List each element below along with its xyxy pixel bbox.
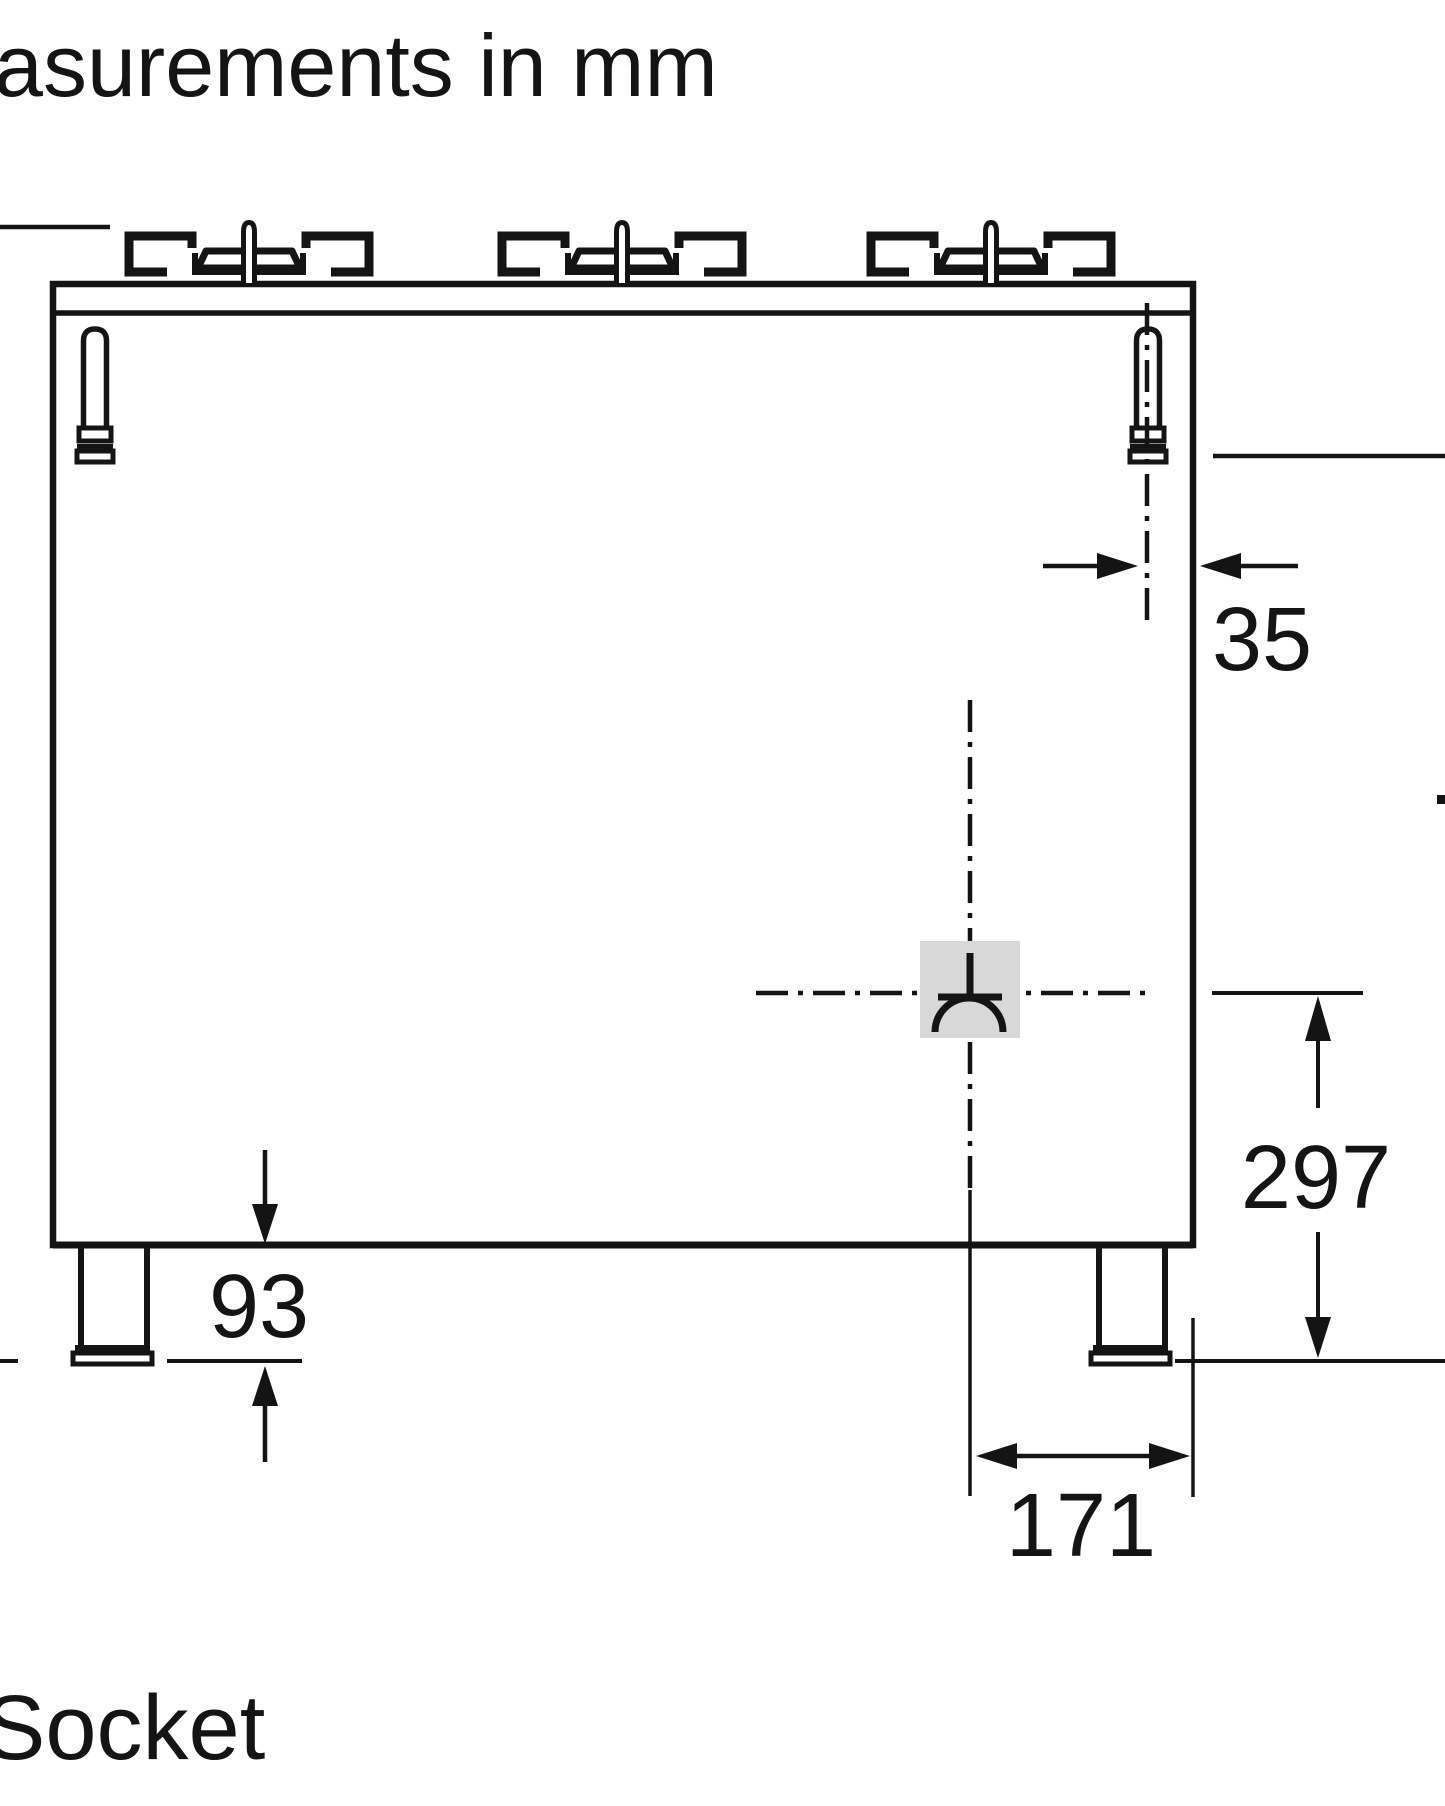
range-cooker-outline xyxy=(49,280,1197,1249)
pan-support-bracket-left xyxy=(124,231,197,277)
pan-support-2 xyxy=(497,219,747,283)
burner-tabs xyxy=(192,253,306,268)
pan-support-bracket-right xyxy=(301,231,374,277)
pan-support-1 xyxy=(124,219,374,283)
igniter-pin-body xyxy=(80,326,110,428)
dim-35-label: 35 xyxy=(1212,590,1312,690)
pan-support-3 xyxy=(866,219,1116,283)
socket-label: Socket xyxy=(0,1677,265,1779)
grate-center-pin xyxy=(614,219,630,283)
truncated-right-mark xyxy=(1437,795,1445,804)
foot-base xyxy=(1088,1350,1173,1367)
pan-support-bracket-right xyxy=(674,231,747,277)
dim-297: 297 xyxy=(1212,991,1391,1358)
arrowhead-down xyxy=(252,1204,278,1244)
foot-band xyxy=(75,1345,150,1353)
cooker-body xyxy=(49,280,1197,1249)
dim-93-label: 93 xyxy=(209,1257,309,1357)
pan-support-bracket-left xyxy=(866,231,939,277)
pan-support-bracket-right xyxy=(1043,231,1116,277)
socket-marker xyxy=(920,941,1020,1038)
pan-supports xyxy=(124,219,1116,283)
pan-support-bracket-left xyxy=(497,231,570,277)
dim-171: 171 xyxy=(976,1318,1195,1576)
foot-band xyxy=(1093,1345,1168,1353)
arrowhead-right xyxy=(1149,1443,1190,1469)
arrowhead-down xyxy=(1305,1317,1331,1358)
burner-tabs xyxy=(934,253,1048,268)
arrowhead-left xyxy=(1200,553,1241,579)
arrowhead-left xyxy=(976,1443,1017,1469)
foot-base xyxy=(70,1350,155,1367)
igniter-collar-band xyxy=(77,444,113,451)
arrowhead-right xyxy=(1097,553,1138,579)
dim-171-label: 171 xyxy=(1006,1476,1156,1576)
leg-left xyxy=(70,1248,155,1367)
socket-symbol-arc xyxy=(931,994,1007,1033)
igniter-pin-left xyxy=(74,326,116,465)
arrowhead-up xyxy=(252,1366,278,1406)
page-title: asurements in mm xyxy=(0,16,718,115)
leg-right xyxy=(1088,1248,1173,1367)
socket-symbol-icon xyxy=(931,953,1007,1033)
grate-center-pin xyxy=(241,219,257,283)
burner-tabs xyxy=(565,253,679,268)
dim-297-label: 297 xyxy=(1241,1128,1391,1228)
dim-35: 35 xyxy=(1043,553,1312,690)
grate-center-pin xyxy=(983,219,999,283)
arrowhead-up xyxy=(1305,996,1331,1041)
igniter-foot xyxy=(74,448,116,465)
igniter-collar xyxy=(76,425,114,444)
dim-93: 93 xyxy=(209,1150,309,1462)
